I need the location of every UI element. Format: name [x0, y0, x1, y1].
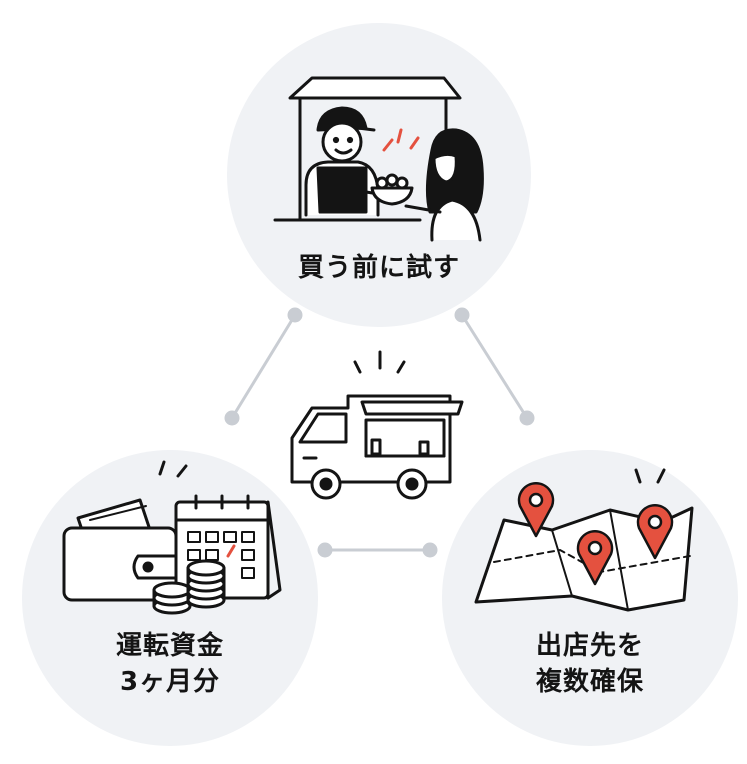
connector-dot: [317, 542, 333, 558]
food-truck-icon: [290, 350, 464, 500]
label-line: 運転資金: [115, 631, 224, 661]
node-label-locations: 出店先を 複数確保: [460, 628, 720, 700]
label-line: 複数確保: [535, 667, 644, 697]
location-pins: [517, 482, 674, 586]
connector-dot: [519, 410, 535, 426]
label-line: 出店先を: [535, 631, 644, 661]
label-line: 買う前に試す: [297, 253, 460, 283]
connector-dot: [422, 542, 438, 558]
connector-top-right: [460, 314, 529, 419]
sparkle-icon: [382, 128, 420, 152]
pin-icon: [517, 482, 555, 538]
node-label-funds: 運転資金 3ヶ月分: [40, 628, 300, 700]
connector-dot: [287, 307, 303, 323]
food-stall-tasting-icon: [273, 76, 484, 242]
node-label-try: 買う前に試す: [249, 250, 509, 286]
wallet-calendar-coins-icon: [62, 460, 282, 615]
connectors: [224, 307, 535, 558]
pin-icon: [636, 504, 674, 560]
connector-dot: [454, 307, 470, 323]
pin-icon: [576, 530, 614, 586]
connector-dot: [224, 410, 240, 426]
connector-top-left: [230, 314, 297, 419]
label-line: 3ヶ月分: [119, 667, 221, 697]
